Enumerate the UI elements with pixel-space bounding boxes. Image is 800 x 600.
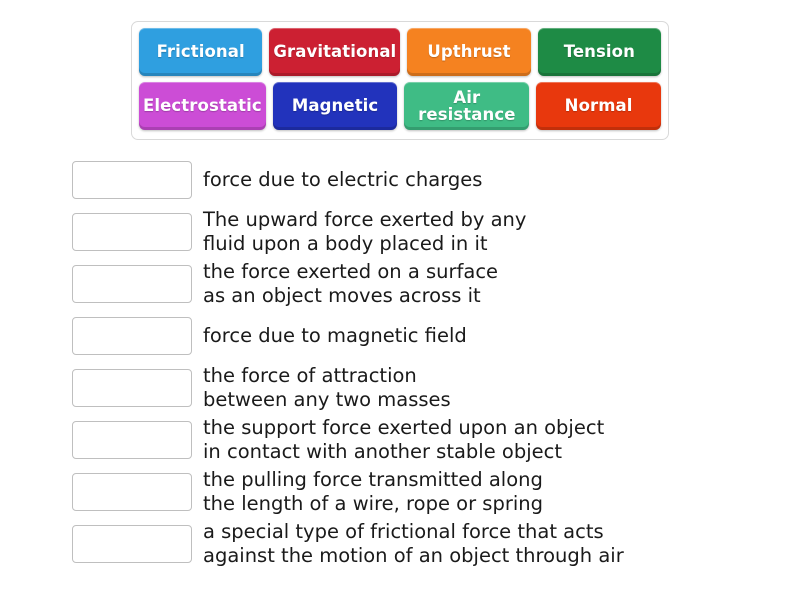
tile-magnetic-label: Magnetic: [291, 96, 379, 116]
tile-frictional[interactable]: Frictional: [139, 28, 263, 76]
definition-text: a special type of frictional force that …: [203, 519, 624, 567]
match-row: the support force exerted upon an object…: [0, 414, 800, 466]
match-row: force due to magnetic field: [0, 310, 800, 362]
definition-text: force due to electric charges: [203, 167, 483, 191]
match-list: force due to electric charges The upward…: [0, 154, 800, 570]
answer-drop-box[interactable]: [72, 265, 192, 303]
tile-normal-label: Normal: [564, 96, 633, 116]
tile-electrostatic-label: Electrostatic: [143, 96, 262, 116]
definition-text: force due to magnetic field: [203, 323, 467, 347]
tile-normal[interactable]: Normal: [536, 82, 661, 130]
answer-drop-box[interactable]: [72, 473, 192, 511]
tile-electrostatic[interactable]: Electrostatic: [139, 82, 266, 130]
tile-bank-row-1: Frictional Gravitational Upthrust Tensio…: [139, 28, 661, 76]
tile-air-resistance-label: Air resistance: [418, 87, 516, 124]
match-row: force due to electric charges: [0, 154, 800, 206]
answer-drop-box[interactable]: [72, 369, 192, 407]
match-row: the pulling force transmitted along the …: [0, 466, 800, 518]
match-row: the force exerted on a surface as an obj…: [0, 258, 800, 310]
match-row: The upward force exerted by any fluid up…: [0, 206, 800, 258]
match-row: the force of attraction between any two …: [0, 362, 800, 414]
tile-magnetic[interactable]: Magnetic: [272, 82, 398, 130]
tile-frictional-label: Frictional: [156, 42, 245, 62]
answer-drop-box[interactable]: [72, 317, 192, 355]
definition-text: the support force exerted upon an object…: [203, 415, 605, 463]
definition-text: the force exerted on a surface as an obj…: [203, 259, 499, 307]
tile-upthrust-label: Upthrust: [427, 42, 511, 62]
tile-bank-row-2: Electrostatic Magnetic Air resistance No…: [139, 82, 661, 130]
tile-gravitational-label: Gravitational: [273, 42, 397, 62]
tile-tension[interactable]: Tension: [537, 28, 661, 76]
tile-gravitational[interactable]: Gravitational: [269, 28, 401, 76]
answer-drop-box[interactable]: [72, 421, 192, 459]
answer-drop-box[interactable]: [72, 161, 192, 199]
definition-text: The upward force exerted by any fluid up…: [203, 207, 527, 255]
tile-tension-label: Tension: [563, 42, 635, 62]
match-row: a special type of frictional force that …: [0, 518, 800, 570]
answer-drop-box[interactable]: [72, 525, 192, 563]
tile-upthrust[interactable]: Upthrust: [407, 28, 531, 76]
tile-bank: Frictional Gravitational Upthrust Tensio…: [131, 21, 669, 140]
tile-air-resistance[interactable]: Air resistance: [404, 82, 530, 130]
definition-text: the pulling force transmitted along the …: [203, 467, 543, 515]
definition-text: the force of attraction between any two …: [203, 363, 451, 411]
answer-drop-box[interactable]: [72, 213, 192, 251]
